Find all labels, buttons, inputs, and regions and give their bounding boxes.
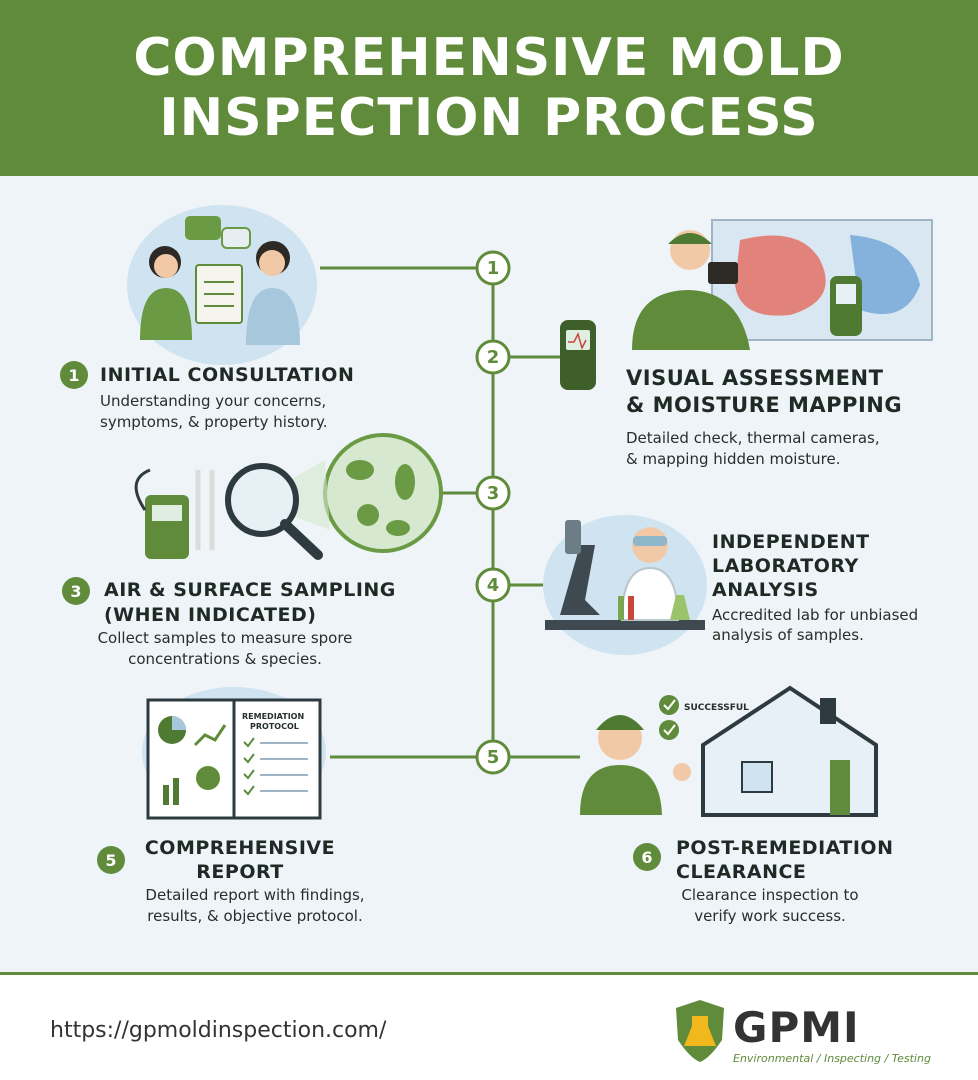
timeline-node-3: 3 <box>475 475 511 511</box>
step-1-title: INITIAL CONSULTATION <box>100 364 355 386</box>
step-1-badge: 1 <box>60 361 88 389</box>
report-label-line-2: PROTOCOL <box>250 722 299 731</box>
step-4-title-line-1: INDEPENDENT <box>712 531 870 553</box>
step-1-desc-line-1: Understanding your concerns, <box>100 392 327 410</box>
clearance-label: SUCCESSFUL <box>684 703 749 713</box>
timeline-nodes: 1 2 3 4 5 <box>475 250 511 775</box>
timeline-node-label: 2 <box>487 347 500 368</box>
step-6-desc-line-2: verify work success. <box>694 907 846 925</box>
footer-url-link[interactable]: https://gpmoldinspection.com/ <box>50 1018 387 1043</box>
step-3-title-line-2: (WHEN INDICATED) <box>104 604 317 626</box>
clearance-illustration: SUCCESSFUL <box>580 685 878 817</box>
page-header: COMPREHENSIVE MOLD INSPECTION PROCESS <box>0 0 978 176</box>
step-5-desc-line-2: results, & objective protocol. <box>147 907 363 925</box>
step-2-title-line-2: & MOISTURE MAPPING <box>626 393 903 417</box>
step-2-desc-line-1: Detailed check, thermal cameras, <box>626 429 880 447</box>
step-4-desc-line-2: analysis of samples. <box>712 626 864 644</box>
sampling-illustration <box>134 433 443 560</box>
timeline-node-4: 4 <box>475 567 511 603</box>
step-5-desc-line-1: Detailed report with findings, <box>145 886 365 904</box>
step-3-desc-line-2: concentrations & species. <box>128 650 322 668</box>
step-4-title-line-2: LABORATORY <box>712 555 859 577</box>
step-6-desc-line-1: Clearance inspection to <box>681 886 859 904</box>
timeline-node-5: 5 <box>475 739 511 775</box>
moisture-mapping-illustration <box>560 219 933 390</box>
step-4-desc-line-1: Accredited lab for unbiased <box>712 606 919 624</box>
step-1-desc-line-2: symptoms, & property history. <box>100 413 328 431</box>
report-illustration: REMEDIATION PROTOCOL <box>142 687 326 820</box>
step-3-title-line-1: AIR & SURFACE SAMPLING <box>104 579 396 601</box>
timeline-node-label: 5 <box>487 747 500 768</box>
page-title-line-1: COMPREHENSIVE MOLD <box>133 28 845 88</box>
step-5-badge: 5 <box>97 846 125 874</box>
timeline-node-label: 1 <box>487 258 500 279</box>
logo-name: GPMI <box>733 1003 860 1052</box>
step-2-desc-line-2: & mapping hidden moisture. <box>626 450 841 468</box>
step-5-title-line-2: REPORT <box>196 861 284 883</box>
footer-divider <box>0 972 978 975</box>
timeline-node-1: 1 <box>475 250 511 286</box>
step-2-title-line-1: VISUAL ASSESSMENT <box>626 366 884 390</box>
report-label-line-1: REMEDIATION <box>242 712 304 721</box>
step-6-title-line-1: POST-REMEDIATION <box>676 837 894 859</box>
step-3-badge: 3 <box>62 577 90 605</box>
step-3-desc-line-1: Collect samples to measure spore <box>97 629 353 647</box>
logo-tagline: Environmental / Inspecting / Testing <box>733 1052 931 1065</box>
consultation-illustration <box>127 205 317 365</box>
page-title-line-2: INSPECTION PROCESS <box>159 88 819 148</box>
step-5-title-line-1: COMPREHENSIVE <box>144 837 336 859</box>
timeline-node-label: 3 <box>487 483 500 504</box>
step-6-title-line-2: CLEARANCE <box>676 861 807 883</box>
lab-illustration <box>543 515 707 655</box>
timeline-node-2: 2 <box>475 339 511 375</box>
gpmi-shield-icon <box>676 1000 724 1062</box>
step-4-title-line-3: ANALYSIS <box>712 579 819 601</box>
timeline-node-label: 4 <box>487 575 500 596</box>
step-6-badge: 6 <box>633 843 661 871</box>
